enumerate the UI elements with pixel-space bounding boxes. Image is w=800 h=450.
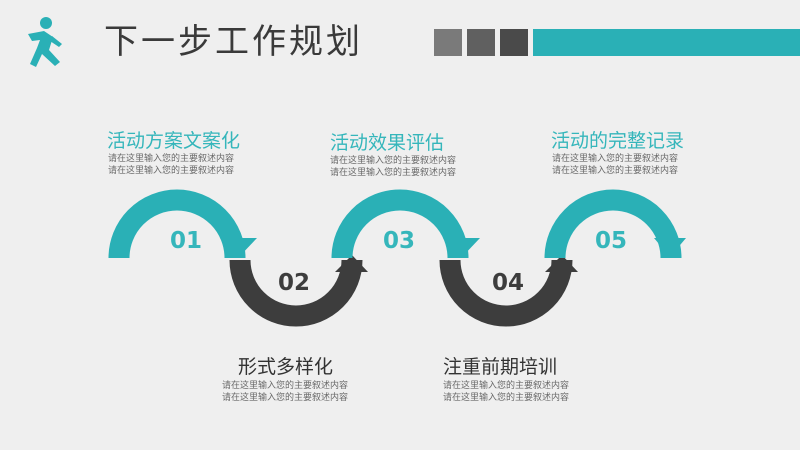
page-title: 下一步工作规划 xyxy=(104,22,363,62)
step-description: 请在这里输入您的主要叙述内容 xyxy=(443,393,570,403)
step-description: 请在这里输入您的主要叙述内容 xyxy=(330,156,457,166)
step-description: 请在这里输入您的主要叙述内容 xyxy=(222,381,349,391)
decor-square xyxy=(434,29,462,56)
step-number: 03 xyxy=(383,228,415,254)
step-arrow-05 xyxy=(544,189,686,259)
step-description: 请在这里输入您的主要叙述内容 xyxy=(552,166,679,176)
step-number: 02 xyxy=(278,270,310,296)
step-arrow-01 xyxy=(108,189,257,259)
step-number: 04 xyxy=(492,270,524,296)
step-arrow-04 xyxy=(439,255,578,327)
decor-square xyxy=(500,29,528,56)
step-title: 活动效果评估 xyxy=(330,132,445,154)
runner-icon xyxy=(28,17,62,67)
step-description: 请在这里输入您的主要叙述内容 xyxy=(552,154,679,164)
step-title: 形式多样化 xyxy=(238,356,334,378)
step-arrow-03 xyxy=(331,189,480,259)
step-description: 请在这里输入您的主要叙述内容 xyxy=(443,381,570,391)
step-number: 01 xyxy=(170,228,202,254)
step-description: 请在这里输入您的主要叙述内容 xyxy=(108,166,235,176)
step-description: 请在这里输入您的主要叙述内容 xyxy=(108,154,235,164)
decor-bar xyxy=(533,29,800,56)
step-title: 活动的完整记录 xyxy=(551,130,685,152)
step-title: 注重前期培训 xyxy=(443,356,558,378)
step-description: 请在这里输入您的主要叙述内容 xyxy=(222,393,349,403)
step-description: 请在这里输入您的主要叙述内容 xyxy=(330,168,457,178)
decor-square xyxy=(467,29,495,56)
step-title: 活动方案文案化 xyxy=(107,130,241,152)
step-number: 05 xyxy=(595,228,627,254)
step-arrow-02 xyxy=(229,255,368,327)
